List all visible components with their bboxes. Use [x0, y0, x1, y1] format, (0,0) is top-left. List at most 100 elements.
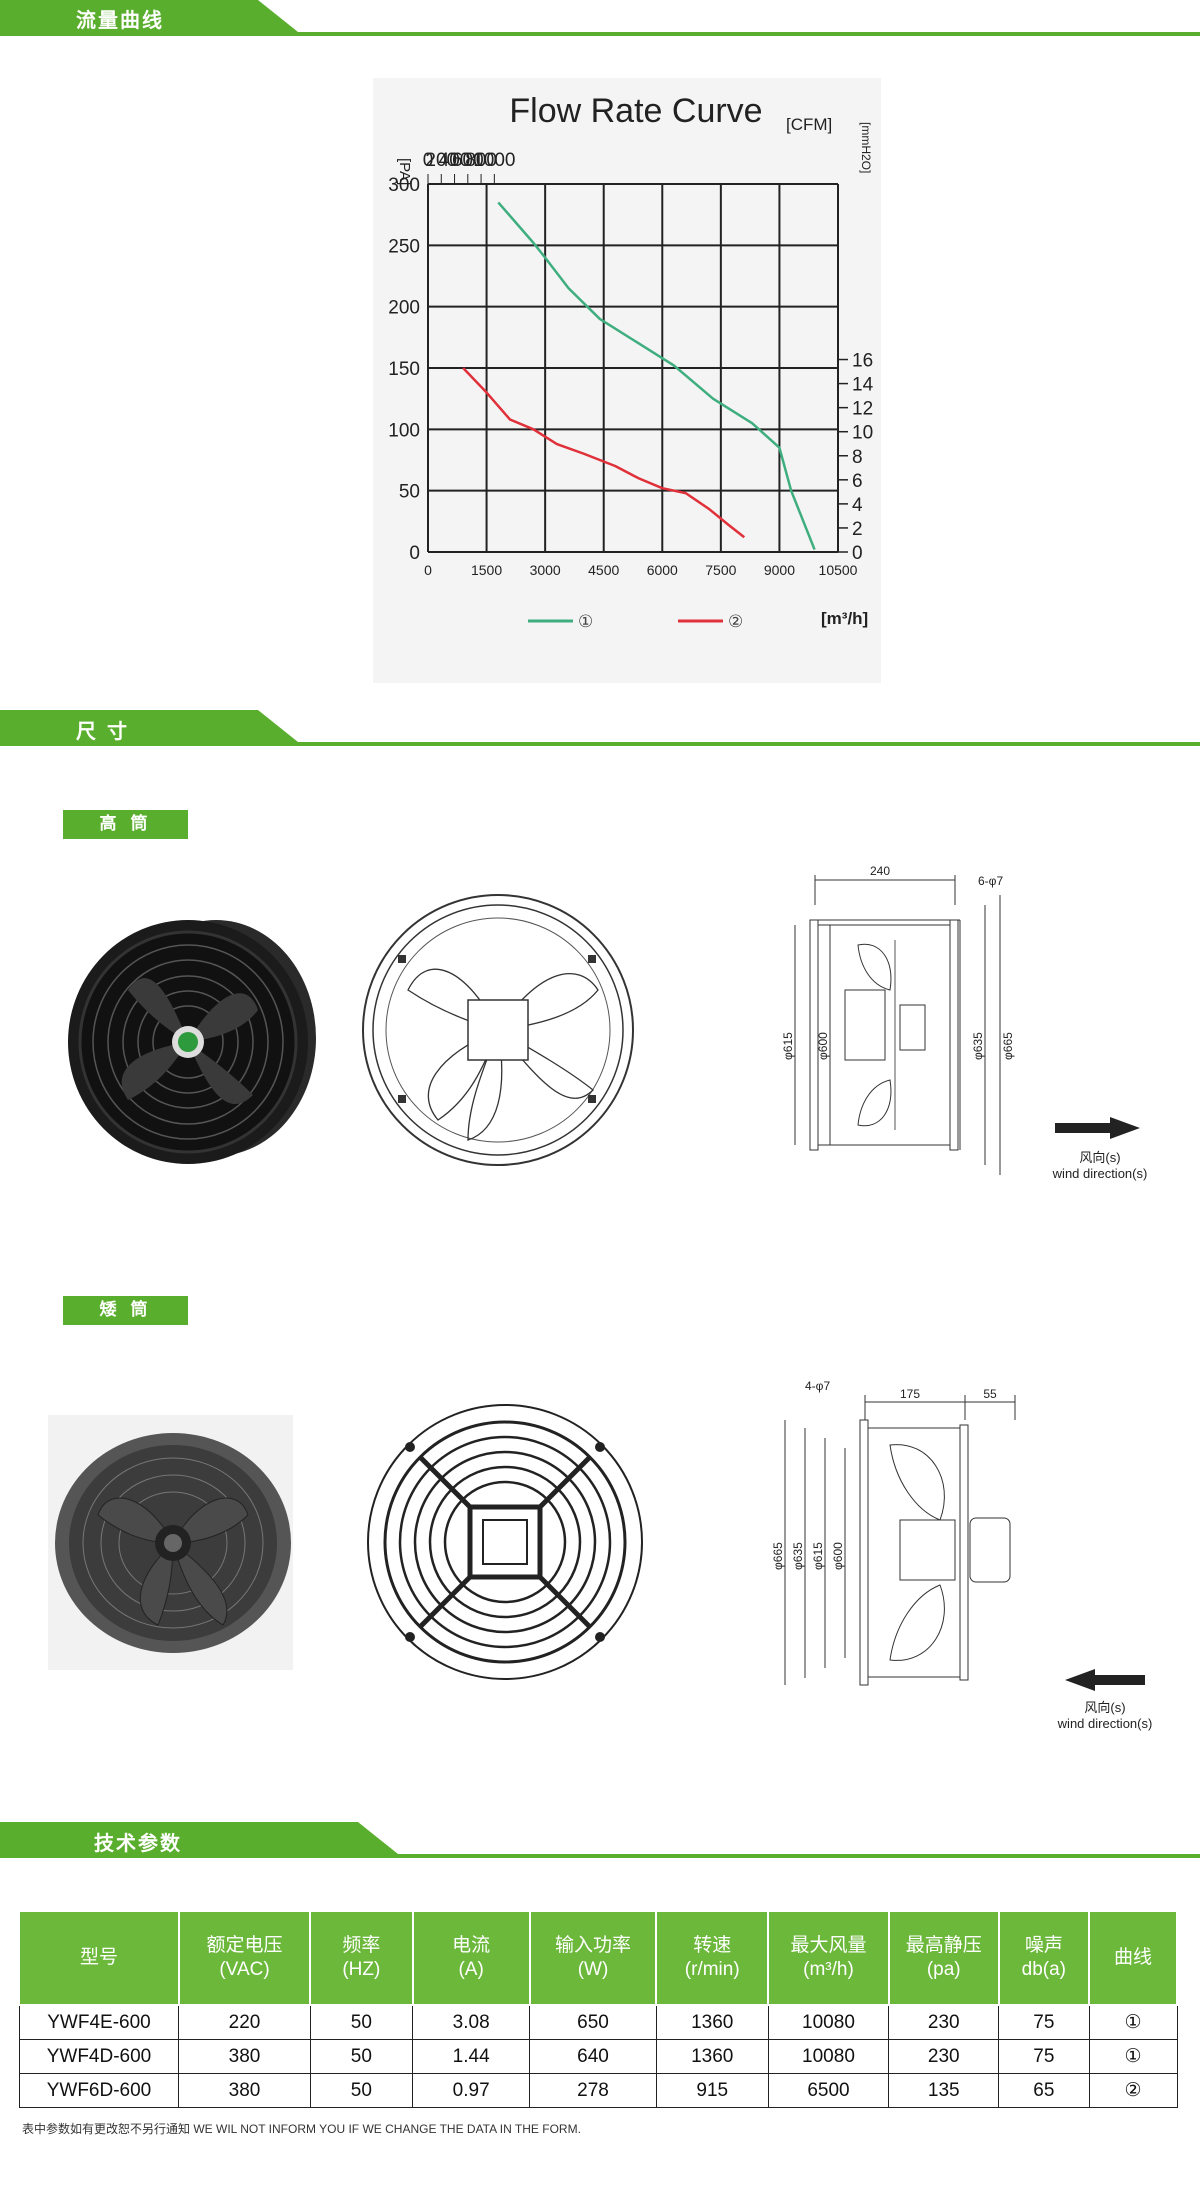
table-header-text: 型号	[79, 1947, 118, 1968]
chart-x-tick-label: 0	[424, 562, 432, 578]
tag-tall-tube: 高 筒	[63, 810, 188, 839]
chart-legend-label: ②	[728, 612, 743, 632]
chart-right-tick-label: 12	[852, 399, 873, 420]
table-cell: 1.44	[412, 2039, 531, 2074]
chart-top-tick-label: 800	[465, 150, 497, 171]
dim-holes-tall: 6-φ7	[978, 874, 1003, 888]
table-header-text: 频率	[342, 1935, 381, 1956]
table-cell: 230	[888, 2004, 1000, 2040]
chart-series-line	[497, 201, 816, 551]
chart-right-tick-label: 0	[852, 543, 863, 564]
tall-fan-side-drawing: 240 6-φ7 φ615 φ600 φ635 φ665	[750, 860, 1170, 1190]
table-header-text: (W)	[577, 1959, 609, 1980]
section-bar-tech: 技术参数	[0, 1822, 1200, 1862]
section-title-size: 尺 寸	[76, 719, 129, 743]
table-cell: 75	[998, 2039, 1090, 2074]
chart-right-tick-label: 6	[852, 471, 863, 492]
short-fan-side-svg: 4-φ7 175 55 φ665 φ635 φ615 φ600	[771, 1379, 1145, 1691]
chart-y-tick-label: 300	[388, 175, 420, 196]
table-header-text: db(a)	[1021, 1959, 1067, 1980]
section-title-tech: 技术参数	[94, 1831, 182, 1855]
table-cell: ②	[1088, 2073, 1178, 2108]
chart-right-tick-label: 4	[852, 495, 863, 516]
table-cell: 915	[655, 2073, 769, 2108]
table-header-text: 额定电压	[206, 1935, 283, 1956]
table-cell: 1360	[655, 2039, 769, 2074]
chart-series-line	[462, 367, 746, 539]
spec-table-header: 型号额定电压(VAC)频率(HZ)电流(A)输入功率(W)转速(r/min)最大…	[18, 1910, 1178, 2006]
short-fan-front-drawing	[365, 1400, 645, 1685]
short-fan-front-svg	[367, 1404, 643, 1680]
table-header-cell: 额定电压 (VAC)	[177, 1910, 312, 2006]
chart-y-tick-label: 0	[409, 543, 420, 564]
table-cell: 75	[998, 2004, 1090, 2040]
chart-top-tick-label: 1000	[473, 150, 515, 171]
tall-fan-side-svg: 240 6-φ7 φ615 φ600 φ635 φ665	[781, 864, 1140, 1175]
chart-y-tick-label: 250	[388, 236, 420, 257]
dim-665-tall: φ665	[1001, 1032, 1015, 1060]
table-header-text: 转速	[693, 1935, 732, 1956]
wind-label-cn: 风向(s)	[1079, 1150, 1121, 1165]
table-cell: 1360	[655, 2004, 769, 2040]
wind-arrow-left	[1065, 1669, 1145, 1691]
wind-arrow-right	[1055, 1117, 1140, 1139]
table-cell: YWF6D-600	[18, 2073, 180, 2108]
chart-right-tick-label: 14	[852, 375, 874, 396]
chart-y-tick-label: 150	[388, 359, 420, 380]
dim-175: 175	[900, 1387, 920, 1401]
tall-fan-front-svg	[362, 894, 634, 1166]
section-bar-shape	[0, 0, 1200, 36]
table-header-cell: 最大风量 (m³/h)	[767, 1910, 890, 2006]
chart-y-tick-label: 200	[388, 298, 420, 319]
dim-635-tall: φ635	[971, 1032, 985, 1060]
chart-x-tick-label: 9000	[764, 562, 795, 578]
table-header-text: (pa)	[926, 1959, 961, 1980]
table-cell: 278	[529, 2073, 657, 2108]
chart-top-unit: [CFM]	[786, 115, 832, 134]
table-header-cell: 型号	[18, 1910, 180, 2006]
chart-top-tick-label: 400	[439, 150, 471, 171]
chart-right-unit: [mmH2O]	[859, 122, 873, 173]
chart-right-tick-label: 2	[852, 519, 863, 540]
table-header-text: (m³/h)	[803, 1959, 854, 1980]
tall-fan-photo	[58, 900, 318, 1180]
table-cell: 50	[309, 2004, 414, 2040]
table-cell: 50	[309, 2073, 414, 2108]
table-cell: 50	[309, 2039, 414, 2074]
table-cell: ①	[1088, 2039, 1178, 2074]
dim-600-short: φ600	[831, 1542, 845, 1570]
table-header-text: (VAC)	[219, 1959, 270, 1980]
table-header-cell: 输入功率(W)	[528, 1910, 658, 2006]
table-header-cell: 最高静压(pa)	[887, 1910, 1000, 2006]
table-cell: 640	[529, 2039, 657, 2074]
dim-615-short: φ615	[811, 1542, 825, 1570]
table-header-text: 最大风量	[790, 1935, 867, 1956]
table-cell: YWF4D-600	[18, 2039, 180, 2074]
dim-600-tall: φ600	[816, 1032, 830, 1060]
table-cell: ①	[1088, 2004, 1178, 2040]
chart-x-tick-label: 1500	[471, 562, 502, 578]
short-wind-caption: 风向(s) wind direction(s)	[1035, 1700, 1175, 1732]
table-cell: 0.97	[412, 2073, 531, 2108]
tag-short-tube: 矮 筒	[63, 1296, 188, 1325]
wind-label-en: wind direction(s)	[1057, 1716, 1153, 1731]
flow-rate-chart: Flow Rate Curve [CFM] [PA] [mmH2O] [m³/h…	[373, 78, 881, 683]
short-fan-side-drawing: 4-φ7 175 55 φ665 φ635 φ615 φ600	[760, 1370, 1180, 1710]
chart-bottom-unit: [m³/h]	[821, 609, 868, 628]
chart-right-tick-label: 8	[852, 447, 863, 468]
chart-x-tick-label: 3000	[530, 562, 561, 578]
table-cell: YWF4E-600	[18, 2004, 180, 2040]
table-header-cell: 电流(A)	[411, 1910, 531, 2006]
table-header-text: 电流	[452, 1935, 491, 1956]
chart-top-tick-label: 0	[423, 150, 434, 171]
short-fan-photo	[48, 1415, 293, 1670]
table-header-cell: 曲线	[1088, 1910, 1178, 2006]
section-bar-size: 尺 寸	[0, 710, 1200, 750]
chart-legend-label: ①	[578, 612, 593, 632]
chart-title: Flow Rate Curve	[509, 92, 762, 130]
table-cell: 380	[178, 2073, 311, 2108]
section-title-flow: 流量曲线	[76, 8, 164, 32]
